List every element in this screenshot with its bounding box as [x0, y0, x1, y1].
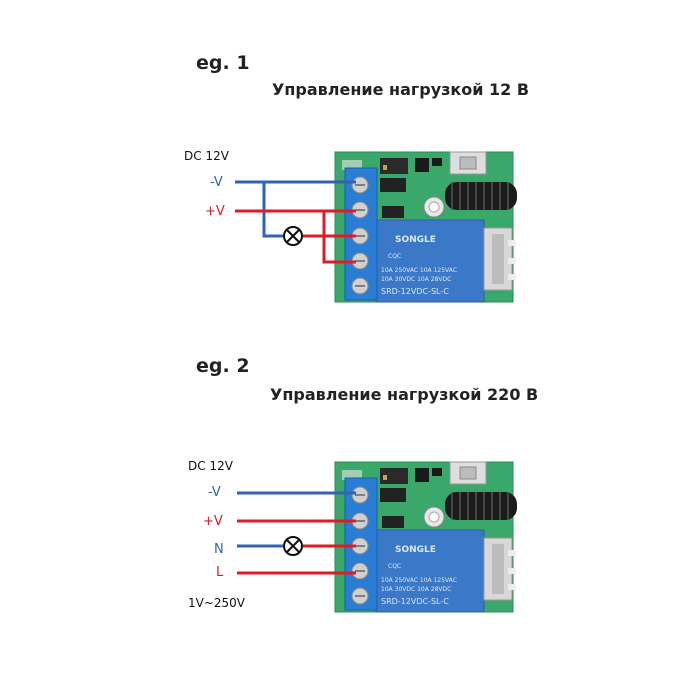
antenna-coil	[445, 492, 517, 520]
relay-spec-1: 10A 250VAC 10A 125VAC	[381, 267, 457, 274]
relay-model: SRD-12VDC-SL-C	[381, 597, 449, 606]
wiring-diagram-2: SONGLE CQC 10A 250VAC 10A 125VAC 10A 30V…	[237, 461, 517, 613]
voltage-range-label: 1V~250V	[188, 596, 246, 610]
example-label-2: eg. 2	[196, 355, 250, 377]
relay-spec-1: 10A 250VAC 10A 125VAC	[381, 577, 457, 584]
example-label-1: eg. 1	[196, 52, 250, 74]
terminal-label-pos-2: +V	[203, 514, 223, 529]
relay-brand: SONGLE	[395, 235, 436, 245]
relay-cert: CQC	[388, 563, 401, 570]
terminal-label-n: N	[214, 542, 224, 557]
terminal-block	[344, 167, 378, 301]
relay-brand: SONGLE	[395, 545, 436, 555]
relay-spec-2: 10A 30VDC 10A 28VDC	[381, 276, 451, 283]
relay-spec-2: 10A 30VDC 10A 28VDC	[381, 586, 451, 593]
terminal-block	[344, 477, 378, 611]
relay: SONGLE CQC 10A 250VAC 10A 125VAC 10A 30V…	[375, 529, 485, 613]
relay: SONGLE CQC 10A 250VAC 10A 125VAC 10A 30V…	[375, 219, 485, 303]
relay-model: SRD-12VDC-SL-C	[381, 287, 449, 296]
terminal-label-pos-1: +V	[205, 204, 225, 219]
wire-positive	[235, 209, 356, 264]
terminal-label-neg-2: -V	[208, 485, 221, 500]
wire-negative	[235, 180, 356, 238]
lamp-symbol	[283, 536, 303, 556]
lamp-symbol	[283, 226, 303, 246]
terminal-label-l: L	[216, 565, 224, 580]
relay-cert: CQC	[388, 253, 401, 260]
terminal-label-neg-1: -V	[210, 175, 223, 190]
diagram-title-2: Управление нагрузкой 220 В	[270, 385, 539, 404]
supply-label-2: DC 12V	[188, 459, 233, 473]
diagram-title-1: Управление нагрузкой 12 В	[272, 80, 530, 99]
supply-label-1: DC 12V	[184, 149, 229, 163]
wiring-diagram-1: SONGLE CQC 10A 250VAC 10A 125VAC 10A 30V…	[235, 151, 517, 303]
antenna-coil	[445, 182, 517, 210]
